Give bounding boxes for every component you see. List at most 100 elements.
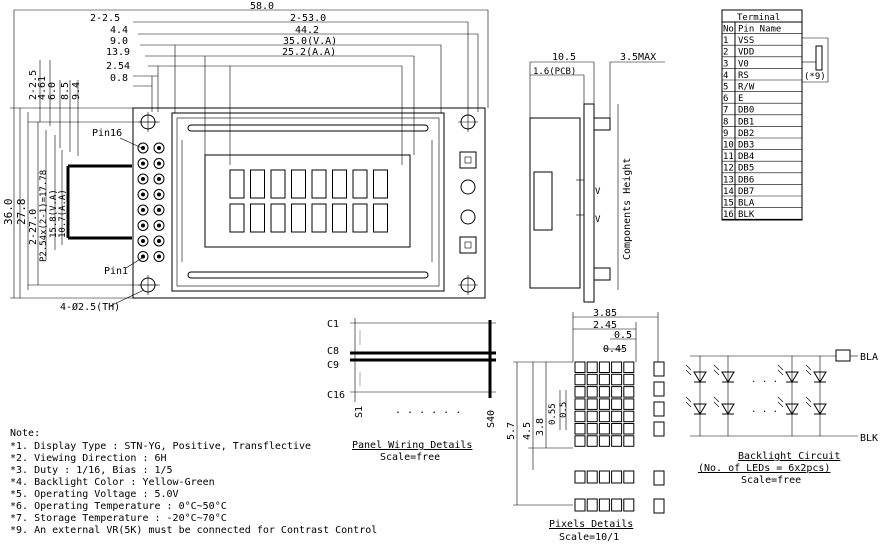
pixels-scale: Scale=10/1 <box>559 532 619 543</box>
pin-hole <box>141 239 145 243</box>
pin-pad <box>137 204 149 216</box>
pin-pad <box>153 204 165 216</box>
mounting-hole <box>458 275 478 295</box>
terminal-pin-name: VDD <box>738 48 754 58</box>
terminal-pin-name: DB2 <box>738 129 754 139</box>
terminal-col-no: No <box>723 25 734 35</box>
dim-9.0: 9.0 <box>110 36 128 47</box>
pixel-dot <box>611 373 623 386</box>
terminal-pin-no: 7 <box>723 106 728 116</box>
pix-dim-2.45: 2.45 <box>593 320 617 331</box>
char-cell <box>373 203 388 233</box>
terminal-pin-no: 16 <box>723 210 734 220</box>
led-symbol <box>785 371 799 383</box>
backlight-circuit: . . . . . . BLA BLK Backlight Circuit (N… <box>685 349 878 486</box>
pin-pad <box>153 220 165 231</box>
c8-label: C8 <box>327 346 339 357</box>
note-3: *3. Duty : 1/16, Bias : 1/5 <box>10 465 173 476</box>
char-cell <box>332 169 347 199</box>
dim-36: 36.0 <box>2 199 15 226</box>
char-cell <box>270 169 286 199</box>
dim-44.2: 44.2 <box>295 25 319 36</box>
pin-hole <box>141 161 145 166</box>
pixel-dot <box>586 386 598 398</box>
backlight-title: Backlight Circuit <box>738 451 840 462</box>
terminal-pin-no: 8 <box>723 117 728 127</box>
char-cell <box>311 203 327 233</box>
pix-dim-3.8: 3.8 <box>535 418 546 436</box>
pixel-dot <box>611 470 623 484</box>
side-dim-pcb: 1.6(PCB) <box>533 67 576 77</box>
note-9: *9. An external VR(5K) must be connected… <box>10 525 377 536</box>
pixel-dot <box>623 398 635 410</box>
pixel-dot <box>611 361 623 373</box>
terminal-pin-no: 14 <box>723 187 734 197</box>
terminal-col-name: Pin Name <box>738 25 781 35</box>
pixel-dot <box>598 361 610 373</box>
pin-hole <box>141 146 145 150</box>
character-cells <box>229 169 388 233</box>
terminal-pin-name: V0 <box>738 59 749 69</box>
pin-hole <box>141 223 145 228</box>
pix-dim-0.5: 0.5 <box>614 330 632 341</box>
terminal-pin-name: DB4 <box>738 152 754 162</box>
terminal-pin-no: 4 <box>723 71 728 81</box>
pixel-dot <box>623 386 635 398</box>
pix-dim-4.5: 4.5 <box>522 422 533 440</box>
pixel-dot <box>623 498 635 512</box>
pixel-dot <box>574 373 586 386</box>
pix-dim-0.45: 0.45 <box>603 344 627 355</box>
svg-text:V: V <box>595 215 601 225</box>
pixel-dot <box>623 435 635 447</box>
terminal-pin-no: 10 <box>723 141 734 151</box>
component-round <box>460 209 476 225</box>
pixel-dot <box>574 361 586 373</box>
s1-label: S1 <box>354 406 365 418</box>
front-view: 58.0 2-2.5 2-53.0 4.4 44.2 9.0 35.0(V.A)… <box>2 1 489 313</box>
terminal-pin-name: DB7 <box>738 187 754 197</box>
pixel-dot <box>586 498 598 512</box>
pin-hole <box>157 208 161 212</box>
pixel-dot <box>586 410 598 423</box>
terminal-pin-name: RS <box>738 71 749 81</box>
c1-label: C1 <box>327 319 339 330</box>
side-dim-10.5: 10.5 <box>552 52 576 63</box>
pixel-dot <box>623 373 635 386</box>
pin-hole <box>157 192 161 197</box>
terminal-pin-no: 1 <box>723 36 728 46</box>
terminal-pin-no: 11 <box>723 152 734 162</box>
dim-2-2.5-top: 2-2.5 <box>90 13 120 24</box>
led-symbol <box>693 371 707 383</box>
terminal-pin-name: DB5 <box>738 164 754 174</box>
led-symbol <box>813 371 827 383</box>
pixel-dot <box>598 410 610 423</box>
dim-8.5: 8.5 <box>60 82 71 100</box>
pin-hole <box>141 177 145 181</box>
led-symbol <box>813 403 827 415</box>
pixel-dot <box>574 498 586 512</box>
pin-pad <box>153 173 165 185</box>
side-pcb <box>583 103 595 303</box>
pixel-dot <box>623 423 635 435</box>
dim-58: 58.0 <box>250 1 274 12</box>
pixel-dot <box>623 361 635 373</box>
backlight-scale: Scale=free <box>741 475 801 486</box>
terminal-pin-name: DB1 <box>738 117 754 127</box>
dim-0.8: 0.8 <box>110 73 128 84</box>
terminal-pin-name: DB3 <box>738 141 754 151</box>
char-cell <box>229 169 245 199</box>
pin-pad <box>153 251 165 262</box>
pixel-dot <box>586 423 598 435</box>
c9-label: C9 <box>327 360 339 371</box>
dim-4.4: 4.4 <box>110 25 128 36</box>
terminal-pin-no: 5 <box>723 83 728 93</box>
pixel-dot <box>611 498 623 512</box>
pixel-dot <box>598 470 610 484</box>
pixel-dot <box>623 410 635 423</box>
pixel-dot <box>574 423 586 435</box>
terminal-pin-name: BLA <box>738 199 755 209</box>
pin-pad <box>137 235 149 247</box>
panel-wiring: C1 C8 C9 C16 S1 S40 . . . . . . Panel Wi… <box>327 318 497 463</box>
terminal-pin-name: DB6 <box>738 175 754 185</box>
